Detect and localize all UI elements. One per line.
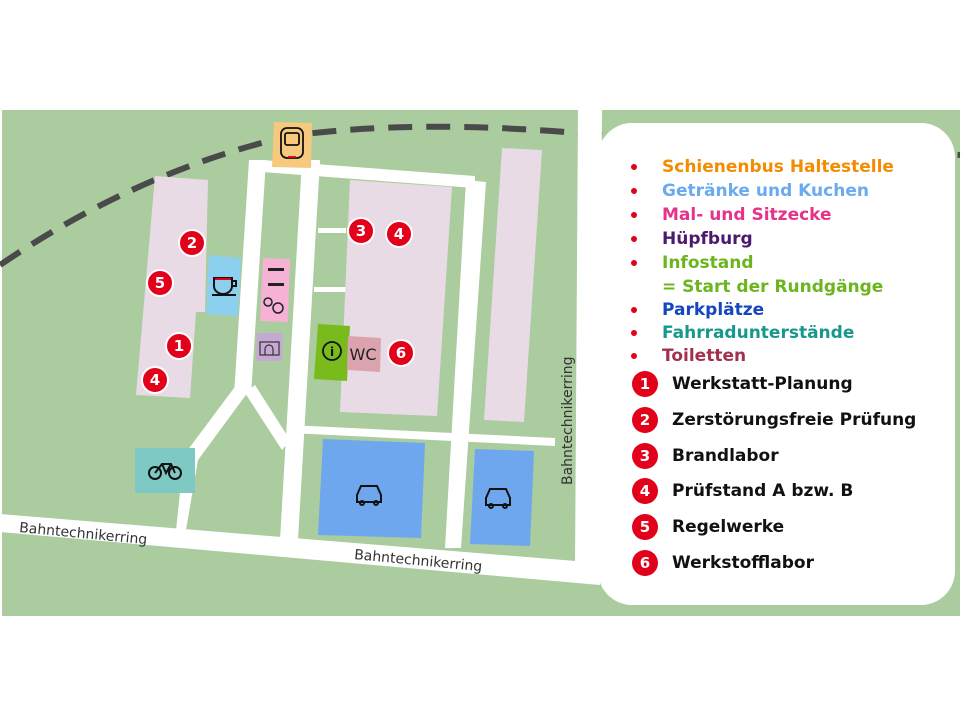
legend-label: = Start der Rundgänge <box>662 277 884 297</box>
bouncy-castle[interactable] <box>256 333 283 361</box>
legend-label: Toiletten <box>662 346 747 366</box>
legend-label: Fahrradunterstände <box>662 323 855 343</box>
street-label: Bahntechnikerring <box>560 356 576 485</box>
legend-label: Regelwerke <box>672 517 785 538</box>
roads <box>0 110 602 585</box>
bullet-icon <box>631 188 637 194</box>
map-marker-1[interactable]: 1 <box>165 332 193 360</box>
legend-label: Schienenbus Haltestelle <box>662 157 894 177</box>
number-badge: 2 <box>632 406 658 433</box>
seating-icon <box>263 268 284 314</box>
bullet-icon <box>631 212 637 218</box>
bouncy-castle-icon <box>259 341 280 356</box>
info-label: i <box>330 345 334 359</box>
info-stand[interactable] <box>314 324 350 381</box>
bullet-icon <box>631 307 637 313</box>
parking-lot[interactable] <box>318 439 425 538</box>
map-marker-5[interactable]: 5 <box>146 269 174 297</box>
coffee-cup-icon <box>212 277 237 296</box>
number-badge: 4 <box>632 478 658 505</box>
legend-label: Getränke und Kuchen <box>662 181 869 201</box>
bullet-icon <box>631 330 637 336</box>
map-marker-2[interactable]: 2 <box>178 229 206 257</box>
bicycle-icon <box>148 463 182 480</box>
map-marker-3[interactable]: 3 <box>347 217 375 245</box>
number-badge: 1 <box>632 371 658 397</box>
info-icon <box>322 341 342 361</box>
bullet-icon <box>631 353 637 359</box>
parking-lot[interactable] <box>470 449 534 546</box>
number-badge: 5 <box>632 514 658 541</box>
legend-label: Werkstatt-Planung <box>672 374 853 394</box>
wc-label: WC <box>350 345 377 364</box>
car-icon <box>356 485 511 509</box>
bullet-icon <box>631 236 637 242</box>
legend-label: Werkstofflabor <box>672 553 814 573</box>
legend-label: Parkplätze <box>662 300 765 320</box>
toilets[interactable] <box>347 336 381 372</box>
bullet-icon <box>631 164 637 170</box>
legend-label: Hüpfburg <box>662 229 753 249</box>
train-icon <box>280 127 304 159</box>
legend-label: Prüfstand A bzw. B <box>672 481 854 502</box>
map-marker-4[interactable]: 4 <box>385 220 413 248</box>
drinks-cake-area[interactable] <box>206 255 241 316</box>
legend-label: Brandlabor <box>672 445 779 466</box>
number-badge: 3 <box>632 442 658 469</box>
legend-label: Infostand <box>662 253 754 273</box>
bullet-icon <box>631 260 637 266</box>
map-marker-6[interactable]: 6 <box>387 339 415 367</box>
number-badge: 6 <box>632 550 658 576</box>
legend-label: Mal- und Sitzecke <box>662 205 832 225</box>
buildings <box>136 148 542 422</box>
legend-label: Zerstörungsfreie Prüfung <box>672 409 917 430</box>
map-marker-4[interactable]: 4 <box>141 366 169 394</box>
